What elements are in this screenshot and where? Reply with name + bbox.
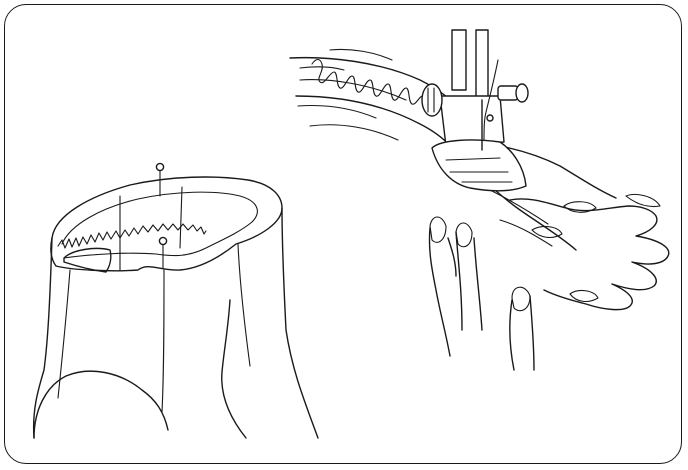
presser-bar bbox=[452, 30, 466, 90]
left-hand-fingers bbox=[429, 228, 534, 370]
waistband-garment-illustration bbox=[34, 163, 318, 438]
presser-foot-sole bbox=[432, 140, 526, 191]
needle-eye bbox=[487, 115, 493, 121]
garment-seam-center bbox=[162, 270, 164, 412]
needle-clamp-screw bbox=[498, 84, 528, 102]
right-hand bbox=[510, 199, 669, 310]
needle-bar bbox=[476, 30, 488, 100]
fabric-wrinkle-1 bbox=[298, 106, 398, 141]
garment-right-side bbox=[282, 208, 318, 438]
garment-seam-right bbox=[238, 244, 250, 366]
garment-left-side bbox=[34, 238, 52, 438]
pin-front bbox=[159, 237, 166, 268]
waistband-zigzag-stitch bbox=[58, 224, 206, 248]
presser-foot-shank bbox=[440, 96, 504, 146]
waistband-rim bbox=[51, 177, 282, 271]
left-hand-nails bbox=[430, 217, 530, 311]
sewing-machine-illustration bbox=[290, 30, 669, 370]
thumb-screw bbox=[422, 84, 442, 116]
garment-seam-left bbox=[58, 270, 70, 398]
band-seam-mid bbox=[180, 187, 182, 248]
